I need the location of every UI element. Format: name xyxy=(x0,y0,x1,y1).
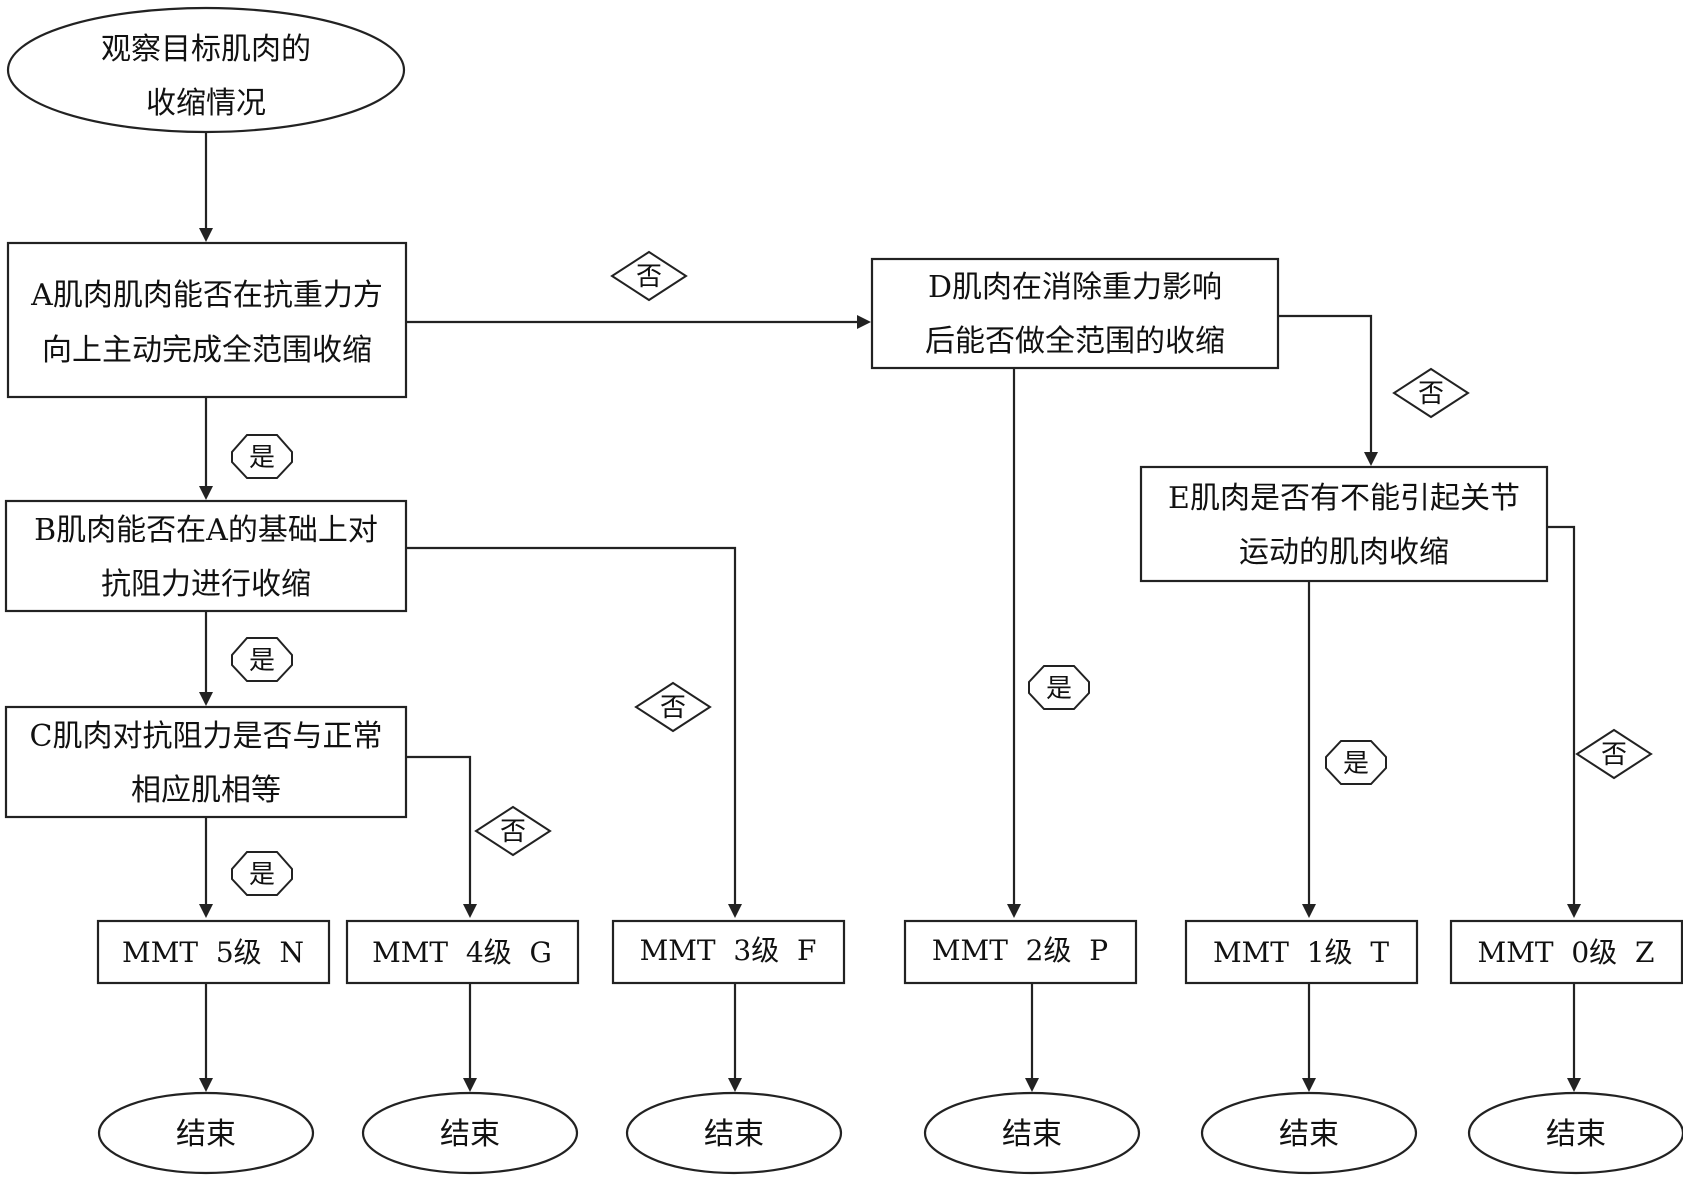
end-5: 结束 xyxy=(1200,1091,1418,1175)
grade-mmt5: MMT 5级 N xyxy=(96,919,331,985)
label-yes-d-mmt2: 是 xyxy=(1028,665,1090,710)
grade-mmt1: MMT 1级 T xyxy=(1184,919,1419,985)
label-yes-a-b: 是 xyxy=(231,434,293,479)
label-no-b-mmt3: 否 xyxy=(634,681,712,733)
svg-text:是: 是 xyxy=(249,860,275,890)
svg-text:MMT 5级 N: MMT 5级 N xyxy=(122,936,304,969)
svg-text:MMT 2级 P: MMT 2级 P xyxy=(932,934,1108,967)
start-line1: 观察目标肌肉的 xyxy=(101,32,311,67)
label-no-a-d: 否 xyxy=(610,250,688,302)
svg-text:结束: 结束 xyxy=(1279,1117,1339,1152)
grade-mmt2: MMT 2级 P xyxy=(903,919,1138,985)
label-no-e-mmt0: 否 xyxy=(1575,728,1653,780)
node-a-line1: A肌肉肌肉能否在抗重力方 xyxy=(30,278,383,313)
grade-mmt0: MMT 0级 Z xyxy=(1449,919,1683,985)
svg-text:否: 否 xyxy=(500,817,526,847)
connectors xyxy=(199,130,1581,1092)
svg-text:结束: 结束 xyxy=(1546,1117,1606,1152)
node-d: D肌肉在消除重力影响 后能否做全范围的收缩 xyxy=(870,257,1280,370)
start-node: 观察目标肌肉的 收缩情况 xyxy=(6,6,406,134)
svg-text:结束: 结束 xyxy=(440,1117,500,1152)
end-2: 结束 xyxy=(361,1091,579,1175)
label-yes-e-mmt1: 是 xyxy=(1325,740,1387,785)
svg-text:结束: 结束 xyxy=(704,1117,764,1152)
svg-text:是: 是 xyxy=(1343,749,1369,779)
start-line2: 收缩情况 xyxy=(146,86,266,121)
node-a: A肌肉肌肉能否在抗重力方 向上主动完成全范围收缩 xyxy=(6,241,408,399)
svg-text:结束: 结束 xyxy=(176,1117,236,1152)
node-e-line2: 运动的肌肉收缩 xyxy=(1239,535,1449,570)
node-e: E肌肉是否有不能引起关节 运动的肌肉收缩 xyxy=(1139,465,1549,583)
svg-text:是: 是 xyxy=(249,646,275,676)
svg-text:是: 是 xyxy=(1046,674,1072,704)
label-yes-c-mmt5: 是 xyxy=(231,851,293,896)
svg-text:结束: 结束 xyxy=(1002,1117,1062,1152)
svg-text:MMT 4级 G: MMT 4级 G xyxy=(372,936,552,969)
label-yes-b-c: 是 xyxy=(231,637,293,682)
svg-text:是: 是 xyxy=(249,443,275,473)
svg-text:MMT 3级 F: MMT 3级 F xyxy=(640,934,817,967)
end-3: 结束 xyxy=(625,1091,843,1175)
node-b-line2: 抗阻力进行收缩 xyxy=(101,567,311,602)
grade-mmt4: MMT 4级 G xyxy=(345,919,580,985)
label-no-c-mmt4: 否 xyxy=(474,805,552,857)
node-d-line2: 后能否做全范围的收缩 xyxy=(925,324,1225,359)
svg-text:否: 否 xyxy=(636,262,662,292)
node-c-line1: C肌肉对抗阻力是否与正常 xyxy=(30,719,383,754)
node-b-line1: B肌肉能否在A的基础上对 xyxy=(34,513,378,548)
end-4: 结束 xyxy=(923,1091,1141,1175)
end-6: 结束 xyxy=(1467,1091,1683,1175)
svg-text:否: 否 xyxy=(1601,740,1627,770)
svg-text:否: 否 xyxy=(1418,379,1444,409)
label-no-d-e: 否 xyxy=(1392,367,1470,419)
svg-text:否: 否 xyxy=(660,693,686,723)
grade-mmt3: MMT 3级 F xyxy=(611,919,846,985)
svg-text:MMT 1级 T: MMT 1级 T xyxy=(1213,936,1389,969)
node-c-line2: 相应肌相等 xyxy=(131,773,281,808)
node-a-line2: 向上主动完成全范围收缩 xyxy=(42,333,372,368)
node-c: C肌肉对抗阻力是否与正常 相应肌相等 xyxy=(4,705,408,819)
node-e-line1: E肌肉是否有不能引起关节 xyxy=(1168,481,1520,516)
end-1: 结束 xyxy=(97,1091,315,1175)
svg-text:MMT 0级 Z: MMT 0级 Z xyxy=(1478,936,1655,969)
node-d-line1: D肌肉在消除重力影响 xyxy=(928,270,1222,305)
node-b: B肌肉能否在A的基础上对 抗阻力进行收缩 xyxy=(4,499,408,613)
